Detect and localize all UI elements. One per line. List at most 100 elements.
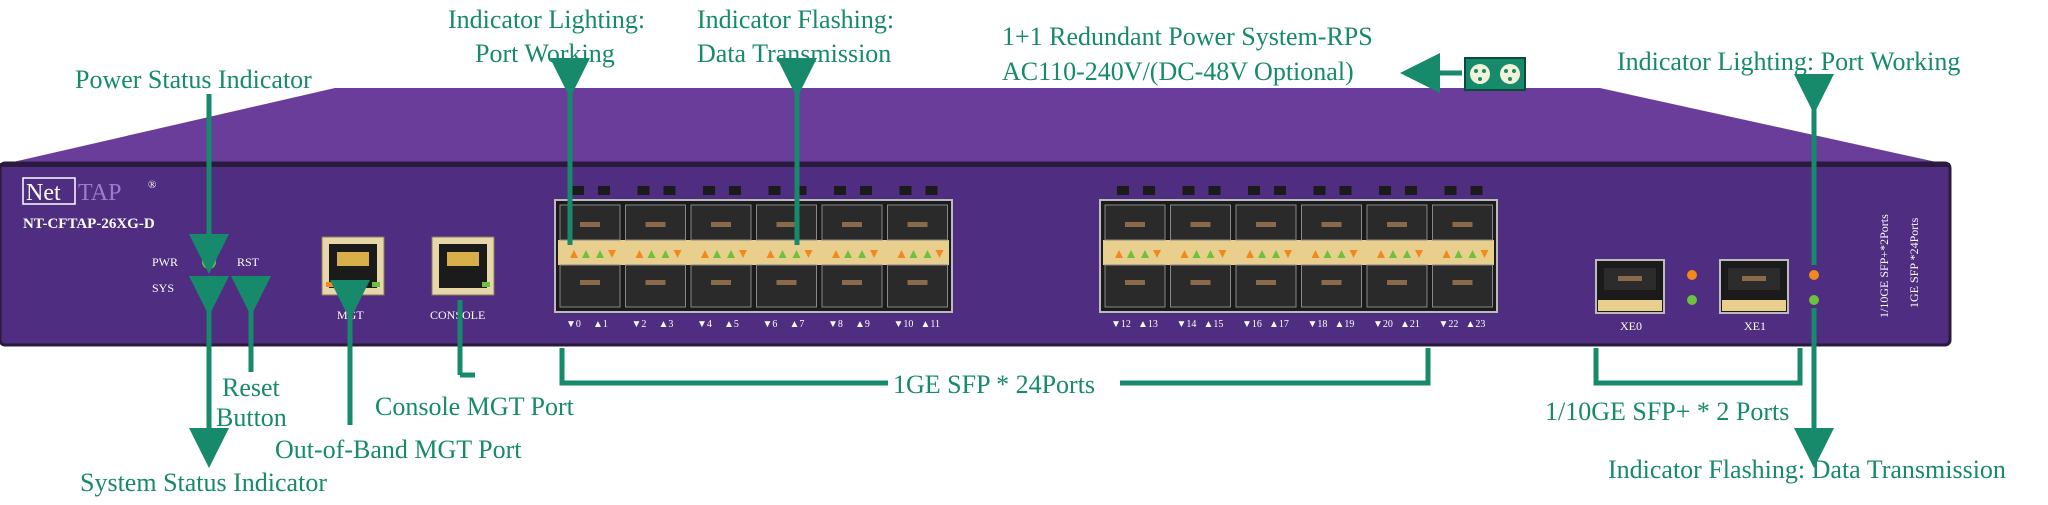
- link-indicator: [832, 250, 840, 258]
- sfp-latch: [1256, 280, 1276, 285]
- port-status-led: [1208, 186, 1221, 195]
- sfp-port-number: ▲21: [1400, 319, 1420, 330]
- xe1-label: XE1: [1744, 319, 1766, 333]
- link-indicator: [1258, 250, 1266, 258]
- link-indicator: [1403, 250, 1411, 258]
- sfp-latch: [1452, 222, 1473, 227]
- sfp-port-number: ▼12: [1111, 319, 1131, 330]
- callout-port-working-2: Port Working: [475, 39, 615, 68]
- sfp-port-number: ▼18: [1308, 319, 1328, 330]
- port-status-led: [1470, 186, 1483, 195]
- callout-data-tx-1: Indicator Flashing:: [697, 5, 894, 34]
- port-status-led: [1182, 186, 1195, 195]
- link-indicator: [1389, 250, 1397, 258]
- sfp-latch: [1387, 222, 1407, 227]
- link-indicator: [897, 250, 906, 258]
- sfp-latch: [907, 222, 928, 227]
- link-indicator: [608, 250, 616, 258]
- sfp-port-number: ▼22: [1439, 319, 1459, 330]
- sfp-port-number: ▼10: [894, 319, 914, 330]
- brand-box: [22, 177, 76, 205]
- chassis-top: [0, 88, 1950, 165]
- port-status-led: [598, 186, 610, 195]
- port-status-led: [794, 186, 807, 195]
- link-indicator: [1454, 250, 1463, 258]
- link-indicator: [844, 250, 852, 258]
- link-indicator: [766, 250, 775, 258]
- link-indicator: [1246, 250, 1254, 258]
- sfp-port-number: ▲5: [724, 319, 739, 330]
- link-indicator: [1349, 250, 1358, 258]
- sfp-cage[interactable]: [1170, 204, 1231, 241]
- xe0-led-orange: [1687, 270, 1697, 280]
- link-indicator: [647, 250, 656, 258]
- sfp-port-number: ▼14: [1177, 319, 1197, 330]
- rps-power-plug: [1464, 57, 1526, 91]
- sfp-latch: [776, 280, 797, 285]
- reset-button[interactable]: [244, 281, 258, 295]
- xe1-port[interactable]: [1719, 259, 1789, 314]
- port-status-led: [1444, 186, 1457, 195]
- xe1-led-orange: [1809, 270, 1819, 280]
- callout-sfp-ports: 1GE SFP * 24Ports: [893, 370, 1095, 399]
- link-indicator: [1115, 250, 1123, 258]
- sfp-port-number: ▲1: [593, 319, 608, 330]
- sfp-port-number: ▲9: [855, 319, 870, 330]
- callout-power-status: Power Status Indicator: [75, 65, 312, 94]
- sfp-port-number: ▼4: [697, 319, 712, 330]
- link-indicator: [1415, 250, 1423, 258]
- sfp-latch: [711, 280, 731, 285]
- sfp-cells: [559, 186, 1493, 308]
- link-indicator: [804, 250, 813, 258]
- port-status-led: [1117, 186, 1129, 195]
- link-indicator: [701, 250, 709, 258]
- pwr-led: [202, 255, 216, 269]
- link-indicator: [1272, 250, 1280, 258]
- port-status-led: [768, 186, 781, 195]
- sfp-latch: [645, 222, 666, 227]
- sfp-cage[interactable]: [887, 264, 948, 308]
- sfp-port-number: ▲11: [921, 319, 941, 330]
- brand-tap: TAP: [78, 180, 121, 206]
- link-indicator: [923, 250, 932, 258]
- sfp-cage[interactable]: [1235, 264, 1297, 308]
- sfp-latch: [842, 222, 862, 227]
- link-indicator: [1311, 250, 1320, 258]
- sfp-cage[interactable]: [821, 264, 883, 308]
- sfp-port-number: ▼0: [566, 319, 581, 330]
- console-port[interactable]: [431, 236, 495, 296]
- led-label-sys: SYS: [152, 281, 174, 295]
- xe1-led-green: [1809, 295, 1819, 305]
- callout-out-of-band: Out-of-Band MGT Port: [275, 435, 522, 464]
- sfp-latch: [1190, 280, 1211, 285]
- sfp-cage[interactable]: [1432, 264, 1493, 308]
- side-label-sfp: 1GE SFP *24Ports: [1907, 217, 1921, 308]
- callout-console-mgt: Console MGT Port: [375, 392, 575, 421]
- sfp-port-number: ▲15: [1204, 319, 1224, 330]
- port-status-led: [925, 186, 938, 195]
- port-status-led: [860, 186, 872, 195]
- sfp-cage[interactable]: [756, 264, 817, 308]
- sfp-cage[interactable]: [1104, 264, 1166, 308]
- sfp-cage[interactable]: [1301, 264, 1362, 308]
- sfp-latch: [842, 280, 862, 285]
- sfp-port-number: ▼8: [828, 319, 843, 330]
- link-indicator: [1442, 250, 1451, 258]
- sfp-cage[interactable]: [625, 264, 686, 308]
- port-status-led: [834, 186, 846, 195]
- sfp-cage[interactable]: [690, 264, 752, 308]
- port-status-led: [729, 186, 741, 195]
- link-indicator: [1127, 250, 1135, 258]
- link-indicator: [727, 250, 735, 258]
- sfp-cage[interactable]: [1170, 264, 1231, 308]
- sfp-cage[interactable]: [1366, 264, 1428, 308]
- callout-port-working-1: Indicator Lighting:: [448, 5, 645, 34]
- mgt-port[interactable]: [321, 236, 385, 296]
- link-indicator: [1192, 250, 1201, 258]
- sfp-cage[interactable]: [559, 264, 621, 308]
- led-label-pwr: PWR: [152, 255, 178, 269]
- sfp-port-number: ▲19: [1335, 319, 1355, 330]
- leader-lines: [189, 53, 1834, 468]
- xe0-port[interactable]: [1595, 259, 1665, 314]
